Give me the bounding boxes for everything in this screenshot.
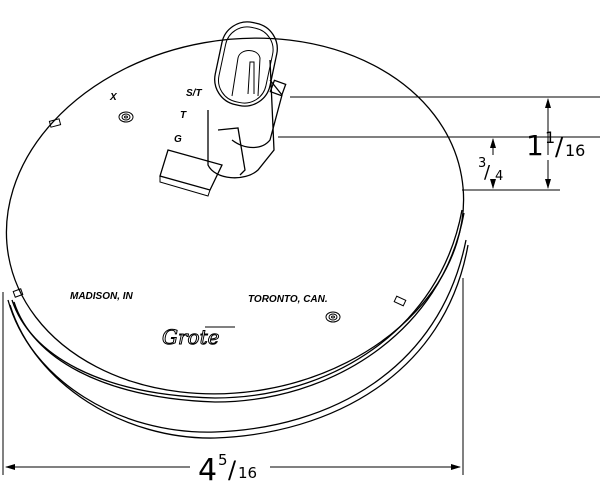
dim-4-5-16-den: 16 [238, 464, 257, 482]
fraction-slash: / [555, 133, 564, 161]
pin-label-st: S/T [186, 88, 202, 99]
grote-logo: Grote [162, 325, 219, 349]
pin-label-x: X [109, 92, 118, 103]
pin-label-t: T [180, 110, 187, 121]
lamp-top-face [5, 37, 465, 395]
toronto-label: TORONTO, CAN. [248, 294, 328, 305]
tab [48, 118, 62, 128]
dim-1-1-16-num: 1 [545, 128, 555, 147]
diameter-dimension [2, 278, 464, 475]
screw-hole-icon [118, 111, 134, 123]
tab [393, 295, 407, 307]
fraction-slash: / [228, 456, 237, 484]
dim-1-1-16-whole: 1 [526, 129, 544, 162]
pin-label-g: G [174, 134, 182, 145]
madison-label: MADISON, IN [70, 291, 134, 302]
dim-1-1-16-den: 16 [565, 141, 585, 160]
tab [12, 288, 24, 298]
connector-base-block [159, 149, 223, 197]
height-dimension [278, 96, 600, 191]
dim-4-5-16-whole: 4 [198, 453, 217, 488]
dim-3-4-den: 4 [495, 169, 503, 184]
fraction-slash: / [484, 162, 491, 183]
connector-plug [207, 21, 287, 179]
lamp-body [5, 37, 469, 439]
screw-hole-icon [325, 311, 341, 323]
dim-3-4-num: 3 [478, 156, 486, 171]
dim-4-5-16-num: 5 [218, 451, 228, 469]
